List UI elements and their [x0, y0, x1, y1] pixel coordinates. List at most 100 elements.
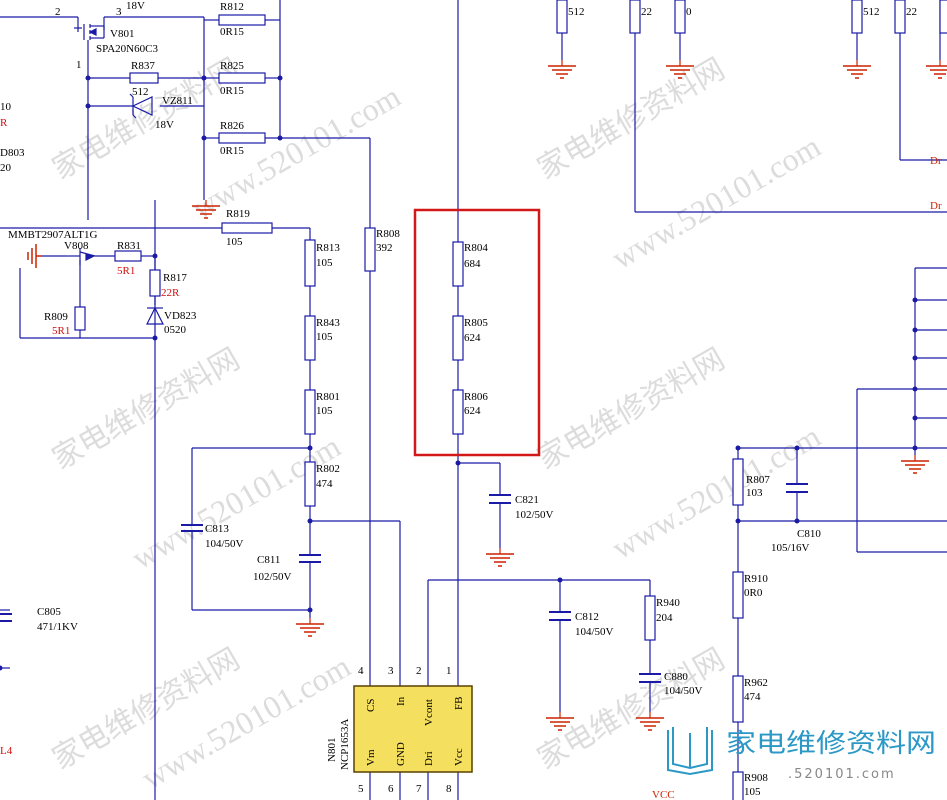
ic-pin-name: CS	[365, 699, 377, 712]
component-value: 624	[464, 332, 481, 344]
watermark-cn: 家电维修资料网	[532, 52, 730, 186]
component-value: 105	[316, 257, 333, 269]
zener-vz811	[129, 93, 153, 119]
resistor-r804	[452, 241, 464, 287]
edge-label: 20	[0, 162, 12, 174]
pin-number: 2	[55, 6, 61, 18]
resistor-r819	[221, 222, 273, 234]
component-value: 0R0	[744, 587, 763, 599]
watermark-url: www.520101.com	[186, 78, 407, 226]
junction-dots	[0, 75, 918, 671]
resistor-top-right	[939, 0, 947, 34]
component-ref: R962	[744, 677, 768, 689]
capacitor-c805	[0, 613, 12, 622]
book-icon	[667, 727, 713, 776]
component-value: 0	[686, 6, 692, 18]
component-ref: R801	[316, 391, 340, 403]
ic-pin-name: Vcc	[453, 748, 465, 766]
resistor-r807	[732, 458, 744, 506]
component-ref: C880	[664, 671, 688, 683]
component-value: 18V	[126, 0, 145, 12]
ic-pin-number: 5	[358, 783, 364, 795]
resistor-top-22-a	[629, 0, 641, 34]
ic-pin-name: Dri	[423, 751, 435, 766]
edge-label: L4	[0, 745, 13, 757]
resistor-r812	[218, 14, 266, 26]
component-value: 102/50V	[253, 571, 292, 583]
ground-symbol-sideways	[27, 244, 42, 268]
component-value: 103	[746, 487, 763, 499]
highlight-box	[413, 208, 541, 457]
component-ref: R817	[163, 272, 187, 284]
component-ref: V801	[110, 28, 134, 40]
watermark-cn: 家电维修资料网	[47, 342, 245, 476]
component-part: MMBT2907ALT1G	[8, 229, 97, 241]
ic-pin-name: In	[395, 696, 407, 706]
capacitor-c811	[299, 554, 321, 563]
ground-symbol	[485, 547, 515, 567]
resistor-r962	[732, 675, 744, 723]
component-ref: C810	[797, 528, 821, 540]
ground-symbol	[842, 59, 872, 79]
component-ref: R804	[464, 242, 488, 254]
pin-number: 1	[76, 59, 82, 71]
component-value: 684	[464, 258, 481, 270]
ic-pin-name: FB	[453, 697, 465, 710]
component-value: 104/50V	[664, 685, 703, 697]
capacitor-c813	[181, 524, 203, 532]
ground-symbol	[900, 454, 930, 474]
component-value: 392	[376, 242, 393, 254]
component-ref: C811	[257, 554, 280, 566]
component-value: 105/16V	[771, 542, 810, 554]
mosfet-v801	[74, 17, 105, 40]
component-value: 204	[656, 612, 673, 624]
component-ref: R802	[316, 463, 340, 475]
component-value: 105	[744, 786, 761, 798]
component-ref: R908	[744, 772, 768, 784]
component-value: 18V	[155, 119, 174, 131]
resistor-r908	[732, 771, 744, 800]
component-ref: R831	[117, 240, 141, 252]
component-value: 0R15	[220, 85, 244, 97]
capacitor-plates	[0, 483, 808, 683]
component-ref: R808	[376, 228, 400, 240]
watermark-url: www.520101.com	[606, 128, 827, 276]
ic-pin-name: Vcont	[423, 699, 435, 726]
resistor-r826	[218, 132, 266, 144]
component-value: 474	[744, 691, 761, 703]
ground-symbol	[925, 59, 947, 79]
edge-label: D803	[0, 147, 25, 159]
component-value: 22	[641, 6, 652, 18]
component-ref: R910	[744, 573, 768, 585]
resistor-r910	[732, 571, 744, 619]
component-ref: R837	[131, 60, 155, 72]
resistor-r805	[452, 315, 464, 361]
component-ref: C813	[205, 523, 229, 535]
component-ref: R806	[464, 391, 488, 403]
resistor-r813	[304, 239, 316, 287]
component-ref: R813	[316, 242, 340, 254]
resistor-r809	[74, 306, 86, 331]
component-value: 5R1	[52, 325, 70, 337]
diode-vd823	[146, 306, 164, 325]
edge-label: Dr	[930, 200, 942, 212]
ic-pin-name: Vm	[365, 749, 377, 766]
component-value: 105	[316, 331, 333, 343]
resistor-r843	[304, 315, 316, 361]
edge-label: 10	[0, 101, 12, 113]
ic-pin-number: 1	[446, 665, 452, 677]
resistor-r831	[114, 250, 142, 262]
capacitor-c880	[639, 673, 661, 683]
component-value: 104/50V	[575, 626, 614, 638]
component-part: SPA20N60C3	[96, 43, 158, 55]
watermark-layer: 家电维修资料网 www.520101.com 家电维修资料网 www.52010…	[47, 52, 827, 796]
resistor-top-512-a	[556, 0, 568, 34]
watermark-cn: 家电维修资料网	[532, 342, 730, 476]
component-ref: R812	[220, 1, 244, 13]
capacitor-c821	[489, 494, 511, 504]
ic-part: NCP1653A	[339, 719, 351, 770]
resistor-r825	[218, 72, 266, 84]
ic-pin-number: 3	[388, 665, 394, 677]
ic-pin-number: 7	[416, 783, 422, 795]
